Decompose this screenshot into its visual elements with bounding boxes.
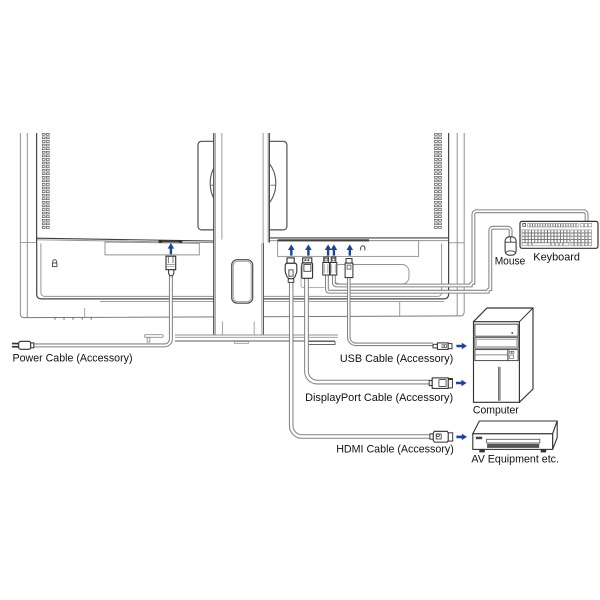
- svg-text:DisplayPort Cable (Accessory): DisplayPort Cable (Accessory): [305, 392, 453, 404]
- svg-text:Mouse: Mouse: [495, 256, 526, 268]
- svg-text:HDMI Cable (Accessory): HDMI Cable (Accessory): [336, 444, 454, 456]
- svg-text:AV Equipment etc.: AV Equipment etc.: [471, 454, 559, 466]
- svg-text:Computer: Computer: [473, 405, 519, 417]
- svg-text:Keyboard: Keyboard: [533, 251, 580, 263]
- svg-text:USB Cable (Accessory): USB Cable (Accessory): [340, 353, 454, 365]
- svg-text:Power Cable (Accessory): Power Cable (Accessory): [13, 353, 133, 365]
